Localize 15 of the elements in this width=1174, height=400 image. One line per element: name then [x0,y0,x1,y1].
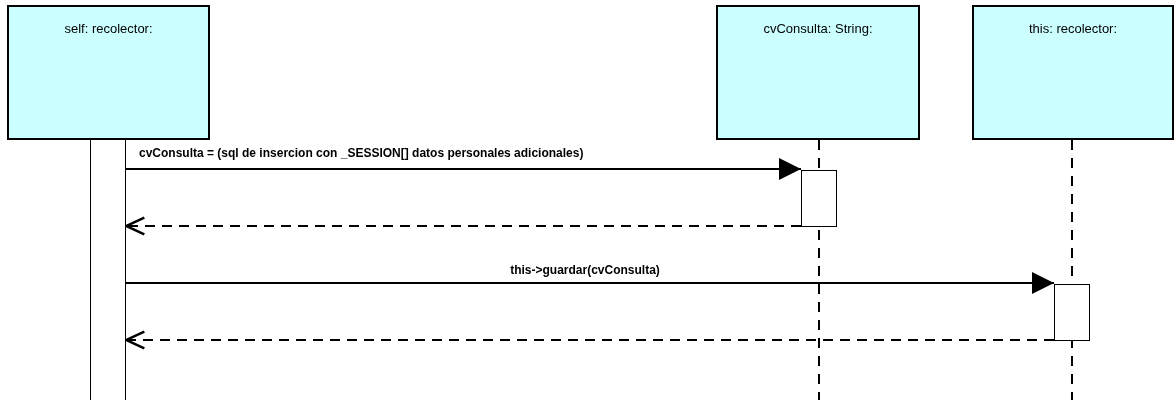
return-message-arrow [124,330,1055,350]
activation-bar [90,140,126,400]
object-name: self: recolector: [63,21,154,36]
return-message-arrow [124,216,802,236]
object-name: cvConsulta: String: [762,21,874,36]
activation-bar [1054,284,1090,341]
lifeline-head-box [7,5,210,140]
activation-bar [801,170,837,227]
message-label: this->guardar(cvConsulta) [508,263,662,277]
object-name: this: recolector: [1027,21,1119,36]
message-arrow [125,272,1055,294]
lifeline-head-box [716,5,920,140]
message-arrow [125,158,802,180]
lifeline-head-box [972,5,1174,140]
message-label: cvConsulta = (sql de insercion con _SESSION[] datos personales adicionales) [137,146,586,160]
